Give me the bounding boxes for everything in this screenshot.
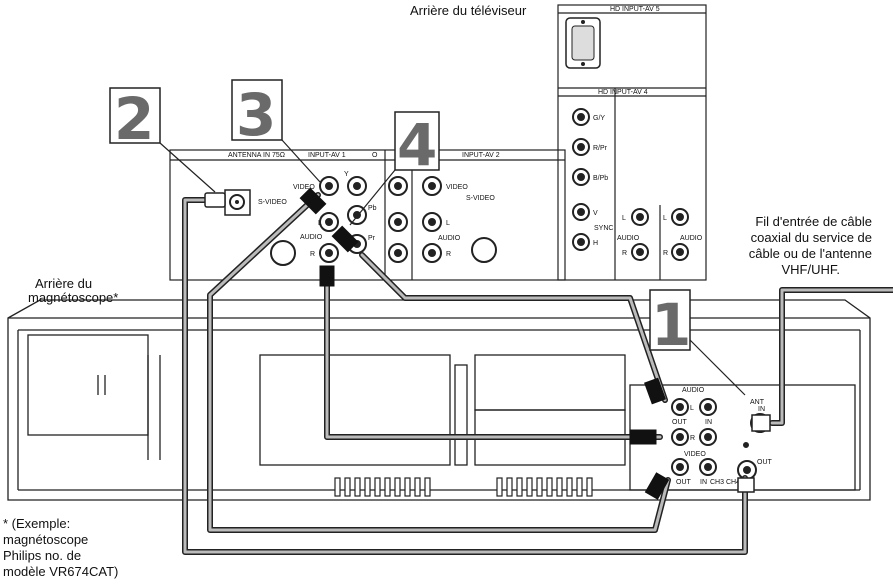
vcr-video-in-label: IN bbox=[700, 479, 707, 486]
y-label: Y bbox=[344, 171, 349, 178]
gy-label: G/Y bbox=[593, 115, 605, 122]
h-label: H bbox=[593, 240, 598, 247]
svg-text:câble ou de l'antenne: câble ou de l'antenne bbox=[749, 246, 872, 261]
av2-l-label: L bbox=[446, 220, 450, 227]
svg-text:* (Exemple:: * (Exemple: bbox=[3, 516, 70, 531]
av2-svideo-label: S-VIDEO bbox=[466, 195, 495, 202]
bpb-label: B/Pb bbox=[593, 175, 608, 182]
antenna-in-label: ANTENNA IN 75Ω bbox=[228, 152, 285, 159]
hd-input-av5-label: HD INPUT-AV 5 bbox=[610, 6, 660, 13]
av1-jacks bbox=[270, 176, 408, 266]
av5-r-label: R bbox=[663, 250, 668, 257]
rpr-label: R/Pr bbox=[593, 145, 608, 152]
av5-l-label: L bbox=[663, 215, 667, 222]
v-label: V bbox=[593, 210, 598, 217]
av2-r-label: R bbox=[446, 251, 451, 258]
vcr-video-out-label: OUT bbox=[676, 479, 692, 486]
vcr-video-label: VIDEO bbox=[684, 451, 706, 458]
svg-text:3: 3 bbox=[236, 81, 276, 149]
tv-back-panel bbox=[169, 4, 707, 281]
av4-r-label: R bbox=[622, 250, 627, 257]
av2-jacks bbox=[422, 176, 497, 263]
av1-r-label: R bbox=[310, 251, 315, 258]
input-av1-label: INPUT-AV 1 bbox=[308, 152, 346, 159]
sync-label: SYNC bbox=[594, 225, 613, 232]
pr-label: Pr bbox=[368, 235, 376, 242]
step-badge-4: 4 bbox=[349, 111, 440, 226]
vcr-rear-label-1: Arrière du bbox=[35, 276, 92, 291]
hd-input-av4-label: HD INPUT-AV 4 bbox=[598, 89, 648, 96]
av1-audio-label: AUDIO bbox=[300, 234, 323, 241]
vcr-l-label: L bbox=[690, 405, 694, 412]
av2-audio-label: AUDIO bbox=[438, 235, 461, 242]
input-av2-label: INPUT-AV 2 bbox=[462, 152, 500, 159]
av1-svideo-label: S-VIDEO bbox=[258, 199, 287, 206]
svg-text:Fil d'entrée de câble: Fil d'entrée de câble bbox=[755, 214, 872, 229]
svg-text:VHF/UHF.: VHF/UHF. bbox=[782, 262, 841, 277]
svg-text:4: 4 bbox=[397, 111, 437, 179]
vcr-vents bbox=[334, 477, 593, 497]
av4-l-label: L bbox=[622, 215, 626, 222]
out-partial-label: O bbox=[372, 152, 378, 159]
av1-l-label: L bbox=[318, 220, 322, 227]
vcr-in-label: IN bbox=[705, 419, 712, 426]
av4-jacks bbox=[572, 108, 689, 261]
step-badge-3: 3 bbox=[231, 79, 321, 183]
svg-text:1: 1 bbox=[651, 291, 691, 359]
tv-antenna-jack bbox=[224, 189, 251, 216]
svg-text:coaxial du service de: coaxial du service de bbox=[751, 230, 872, 245]
footnote: * (Exemple: magnétoscope Philips no. de … bbox=[3, 516, 118, 579]
vcr-rear-label-2: magnétoscope* bbox=[28, 290, 118, 305]
svg-text:Philips no. de: Philips no. de bbox=[3, 548, 81, 563]
vcr-out-label: OUT bbox=[672, 419, 688, 426]
step-badge-2: 2 bbox=[109, 85, 216, 193]
svg-text:magnétoscope: magnétoscope bbox=[3, 532, 88, 547]
vcr-ant-label: ANT bbox=[750, 399, 765, 406]
av1-video-label: VIDEO bbox=[293, 184, 315, 191]
av2-video-label: VIDEO bbox=[446, 184, 468, 191]
vga-connector bbox=[565, 17, 601, 69]
step-badge-1: 1 bbox=[649, 289, 746, 396]
pb-label: Pb bbox=[368, 205, 377, 212]
vcr-ch-label: CH3 CH4 bbox=[710, 479, 740, 486]
svg-text:modèle VR674CAT): modèle VR674CAT) bbox=[3, 564, 118, 579]
vcr-ant-out-label: OUT bbox=[757, 459, 773, 466]
tv-rear-label: Arrière du téléviseur bbox=[410, 3, 527, 18]
vcr-audio-label: AUDIO bbox=[682, 387, 705, 394]
vcr-ant-in-label: IN bbox=[758, 406, 765, 413]
svg-text:2: 2 bbox=[114, 85, 154, 153]
cables bbox=[182, 192, 893, 555]
av4-audio-label: AUDIO bbox=[617, 235, 640, 242]
vcr-r-label: R bbox=[690, 435, 695, 442]
av5-audio-label: AUDIO bbox=[680, 235, 703, 242]
cable-input-note: Fil d'entrée de câble coaxial du service… bbox=[749, 214, 872, 277]
plugs bbox=[204, 187, 771, 500]
